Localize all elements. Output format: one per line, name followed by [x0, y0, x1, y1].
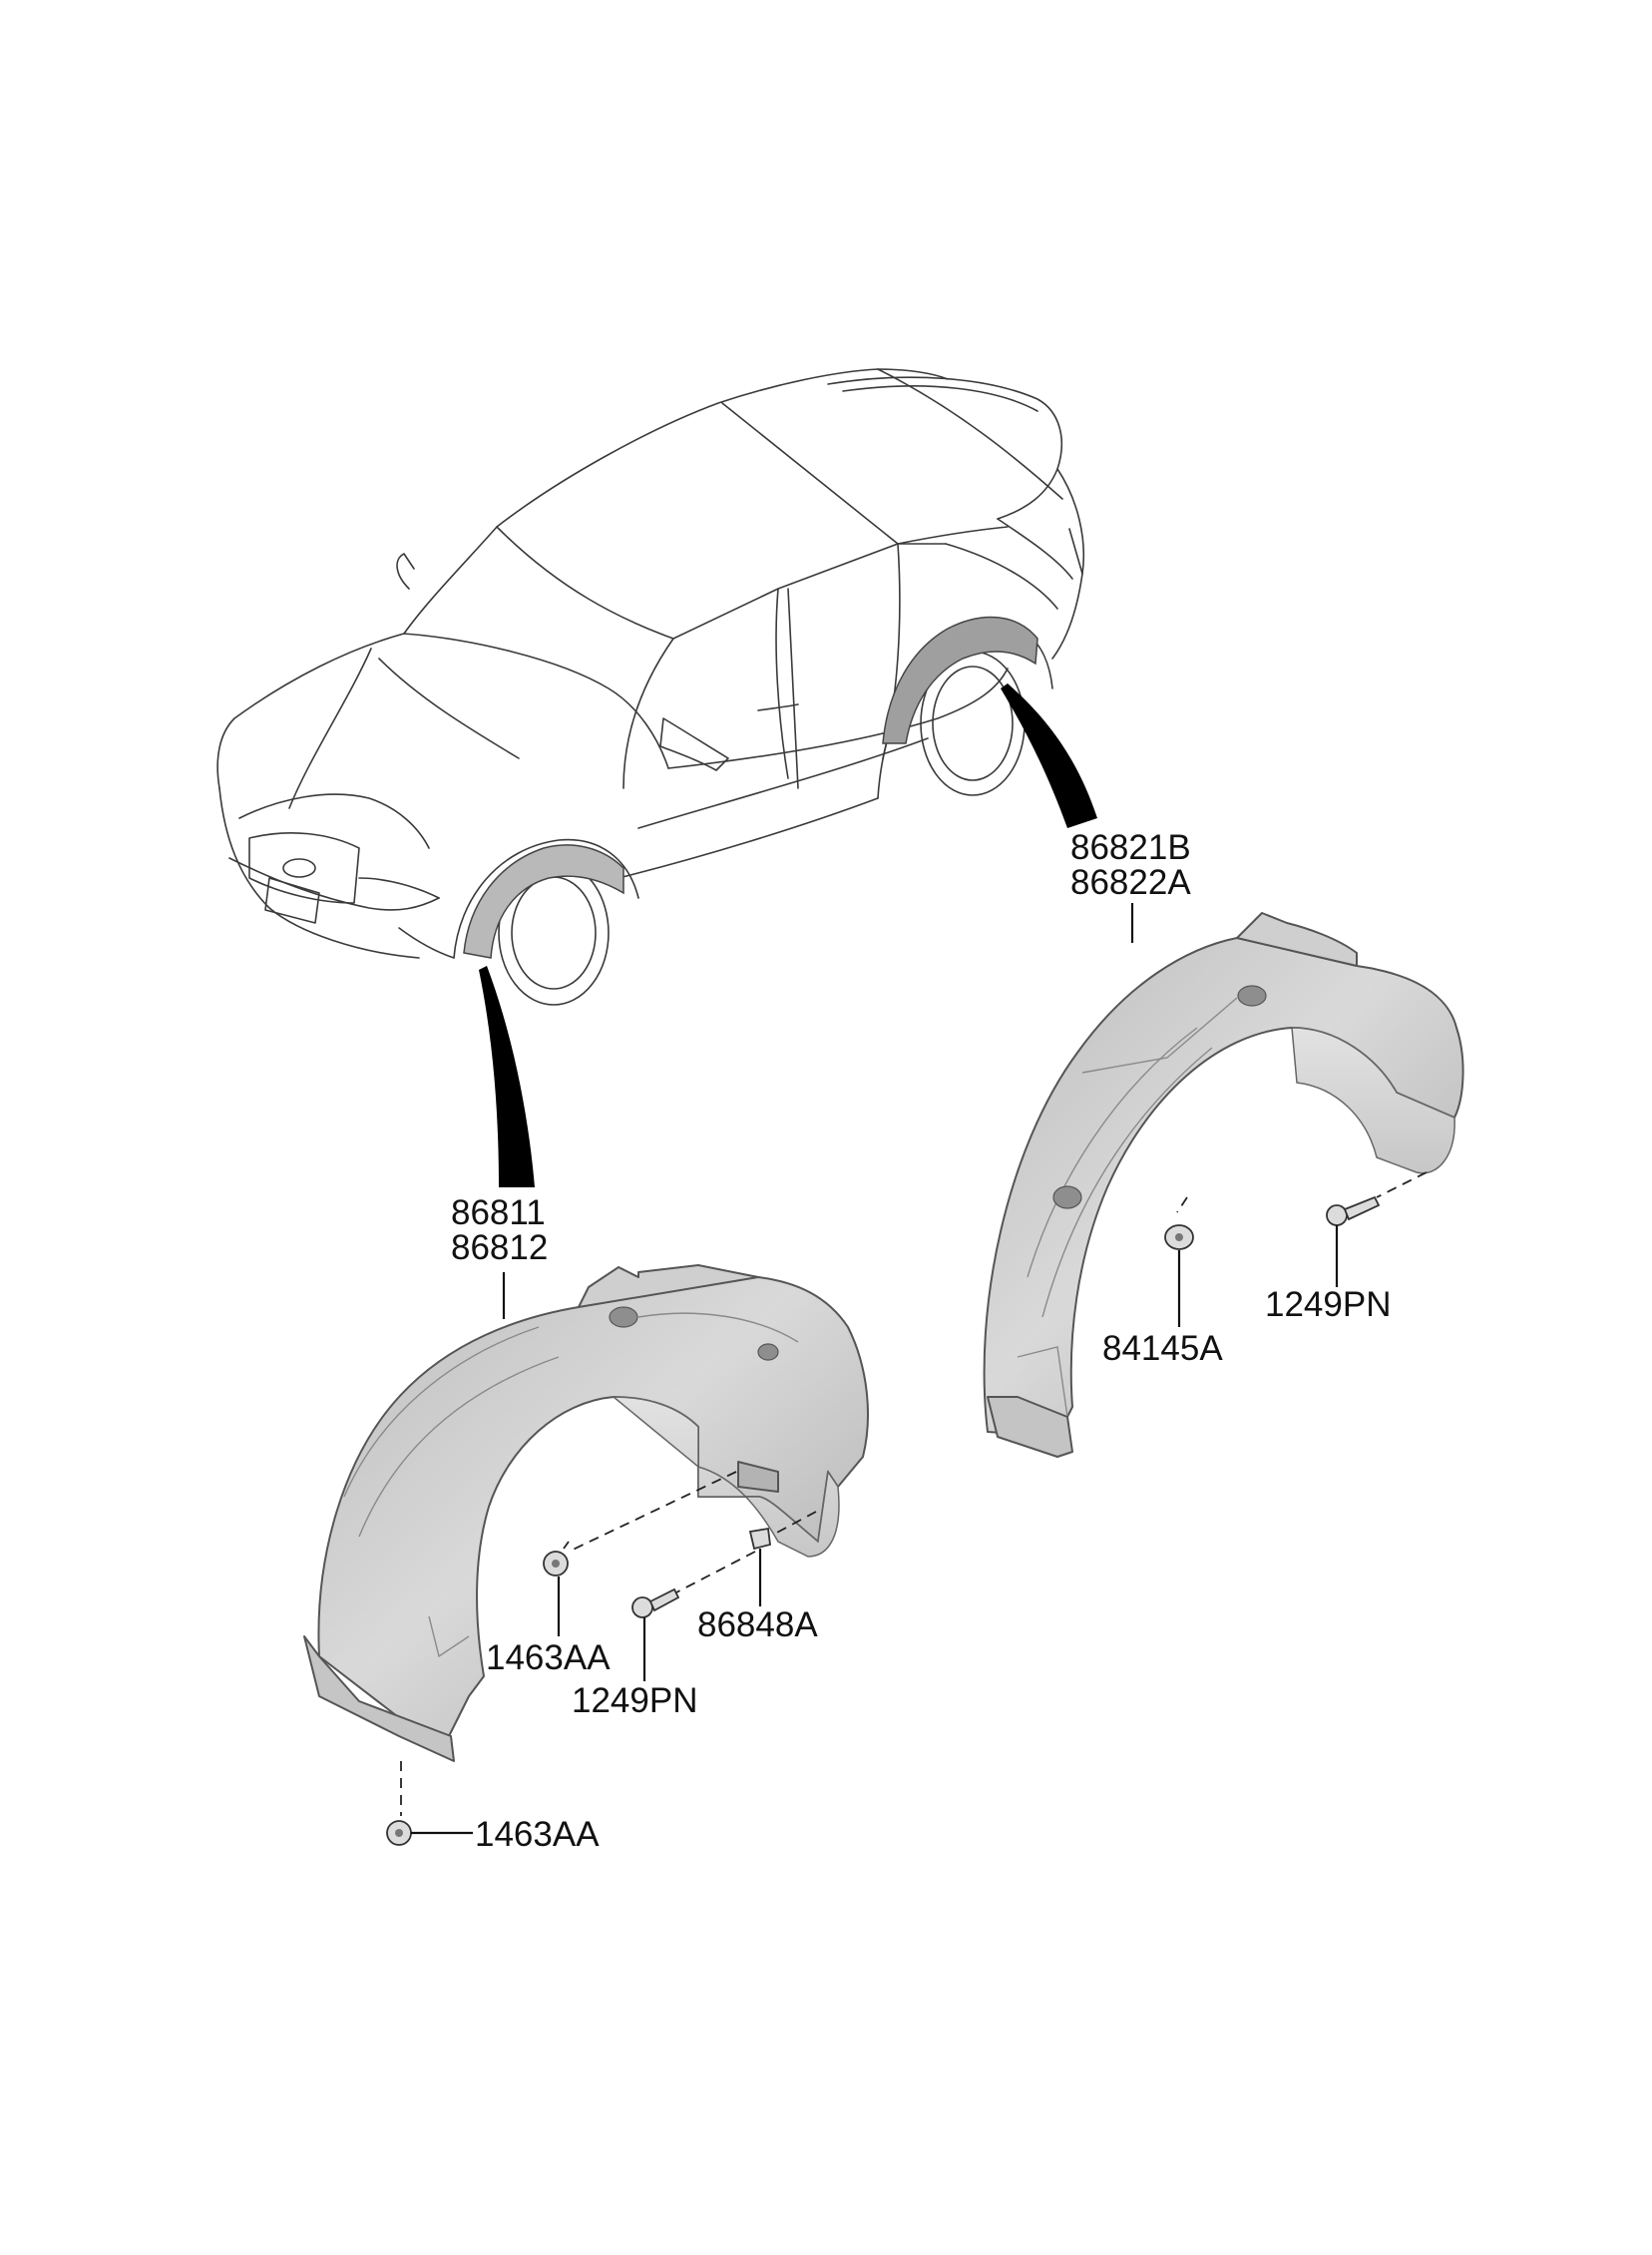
- front-screw-label: 1249PN: [572, 1681, 697, 1720]
- front-screw-part: [631, 1551, 756, 1681]
- front-retainer-label: 86848A: [697, 1605, 818, 1644]
- rear-wheel-guard-liner: [983, 912, 1464, 1458]
- front-clip-part: [543, 1471, 737, 1636]
- rear-liner-label-2: 86822A: [1070, 863, 1191, 902]
- front-wheel-guard-liner: [303, 1264, 869, 1762]
- bottom-clip-label: 1463AA: [475, 1815, 600, 1854]
- bottom-clip-part: [386, 1761, 473, 1846]
- front-liner-label-1: 86811: [451, 1193, 546, 1232]
- rear-screw-label: 1249PN: [1265, 1285, 1391, 1324]
- front-retainer-part: [748, 1511, 817, 1606]
- rear-screw-part: [1326, 1171, 1428, 1287]
- front-clip-label: 1463AA: [486, 1638, 611, 1677]
- rear-washer-part: [1164, 1196, 1194, 1327]
- rear-callout-wedge: [1001, 683, 1097, 828]
- front-callout-wedge: [479, 966, 535, 1187]
- rear-liner-label-1: 86821B: [1070, 828, 1191, 867]
- front-liner-label-2: 86812: [451, 1228, 548, 1267]
- car-illustration: [216, 368, 1085, 1006]
- rear-washer-label: 84145A: [1102, 1329, 1223, 1368]
